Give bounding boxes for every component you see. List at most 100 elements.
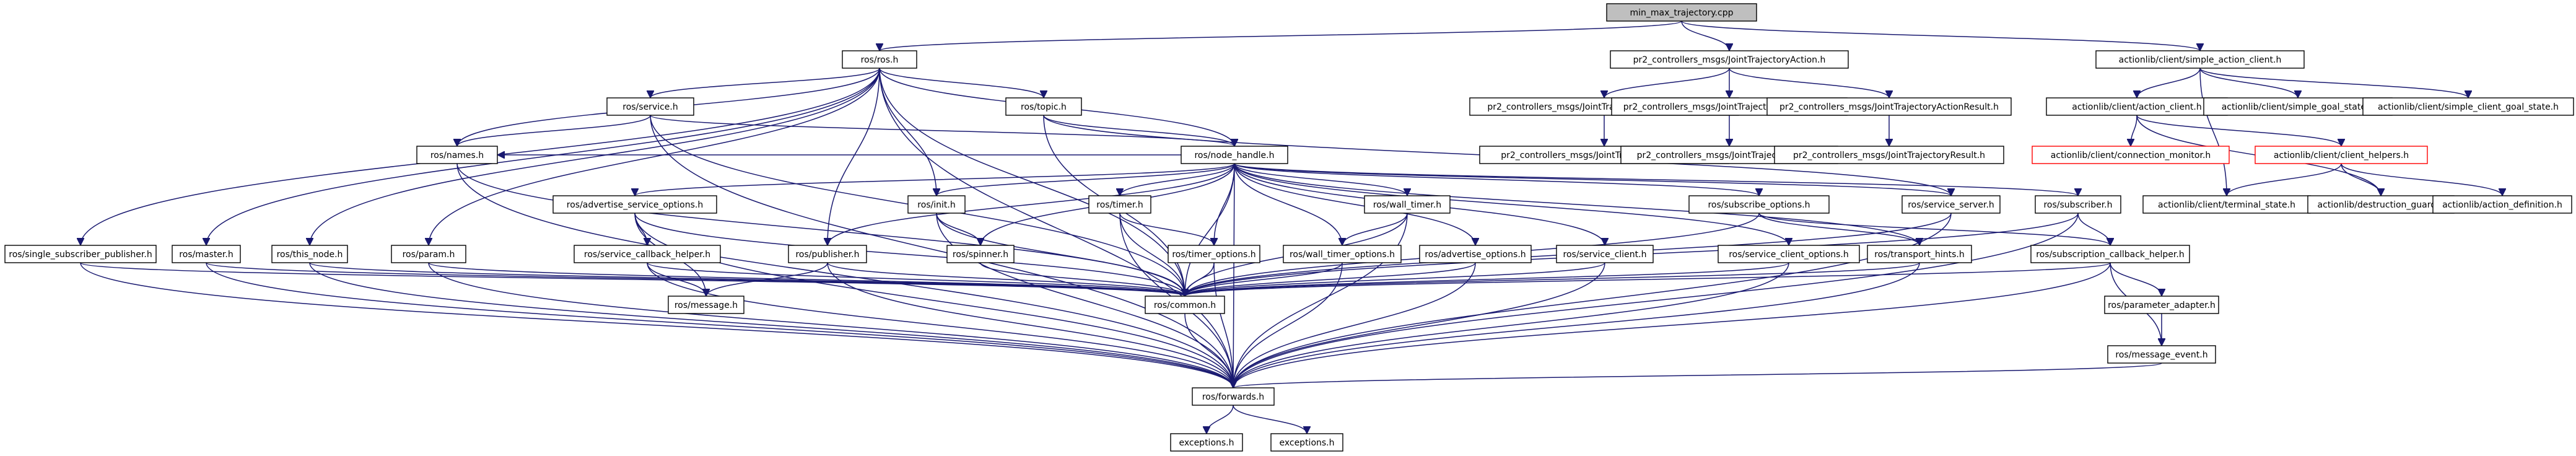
node-box — [552, 195, 717, 214]
node-al_cm[interactable]: actionlib/client/connection_monitor.h — [2032, 146, 2230, 164]
node-ros_ss[interactable]: ros/service_server.h — [1901, 195, 2001, 214]
node-al_ac[interactable]: actionlib/client/action_client.h — [2046, 97, 2228, 116]
edge-ros_names-to-ros_fwd — [456, 163, 1233, 388]
edge-ros_aso-to-ros_sch — [634, 213, 647, 245]
edge-pr2_jta-to-pr2_jtaf — [1604, 68, 1730, 99]
edge-ros_sch-to-ros_fwd — [647, 262, 1233, 388]
node-ros_master[interactable]: ros/master.h — [172, 245, 241, 263]
node-ros_so[interactable]: ros/subscribe_options.h — [1688, 195, 1830, 214]
edge-ros_nh-to-ros_fwd — [1233, 163, 1234, 388]
node-ros_message[interactable]: ros/message.h — [668, 296, 744, 314]
node-label: ros/service_callback_helper.h — [584, 250, 710, 260]
node-box — [1901, 195, 2001, 214]
edge-ros_service-to-ros_nh — [650, 115, 1234, 147]
edge-ros_spinner-to-ros_common — [980, 262, 1185, 297]
node-ros_sc[interactable]: ros/service_client.h — [1556, 245, 1654, 263]
node-ros_to[interactable]: ros/timer_options.h — [1168, 245, 1260, 263]
node-ros_init[interactable]: ros/init.h — [907, 195, 966, 214]
node-box — [2035, 195, 2121, 214]
node-label: ros/parameter_adapter.h — [2108, 300, 2216, 310]
node-al_ts[interactable]: actionlib/client/terminal_state.h — [2142, 195, 2311, 214]
node-ros_fwd[interactable]: ros/forwards.h — [1192, 387, 1275, 406]
node-al_ad[interactable]: actionlib/action_definition.h — [2432, 195, 2572, 214]
node-box — [1606, 3, 1757, 22]
node-ros_sch[interactable]: ros/service_callback_helper.h — [574, 245, 721, 263]
node-box — [172, 245, 241, 263]
edge-ros_nh-to-ros_pub — [827, 163, 1235, 245]
edge-ros_nh-to-ros_sub — [1234, 163, 2078, 196]
edge-al_ac-to-al_cm — [2131, 115, 2137, 146]
node-ros_names[interactable]: ros/names.h — [416, 146, 498, 164]
node-box — [1364, 195, 1451, 214]
node-ros_me[interactable]: ros/message_event.h — [2107, 345, 2216, 364]
node-label: actionlib/action_definition.h — [2442, 200, 2562, 210]
node-al_sac[interactable]: actionlib/client/simple_action_client.h — [2095, 50, 2305, 69]
node-ros_ao[interactable]: ros/advertise_options.h — [1419, 245, 1532, 263]
node-box — [2362, 97, 2574, 116]
node-ros_ros[interactable]: ros/ros.h — [842, 50, 917, 69]
node-ros_wto[interactable]: ros/wall_timer_options.h — [1283, 245, 1402, 263]
edge-ros_service-to-ros_names — [457, 115, 651, 147]
node-ros_pa[interactable]: ros/parameter_adapter.h — [2104, 296, 2219, 314]
node-ros_spinner[interactable]: ros/spinner.h — [946, 245, 1015, 263]
node-box — [1610, 50, 1849, 69]
node-box — [788, 245, 867, 263]
node-label: ros/subscriber.h — [2043, 200, 2112, 210]
node-pr2_jtr[interactable]: pr2_controllers_msgs/JointTrajectoryResu… — [1774, 146, 2004, 164]
node-al_dg[interactable]: actionlib/destruction_guard.h — [2307, 195, 2455, 214]
node-exc2[interactable]: exceptions.h — [1270, 433, 1343, 452]
node-label: ros/service_server.h — [1908, 200, 1994, 210]
edge-al_sac-to-al_ts — [2199, 68, 2227, 196]
edge-ros_ros-to-ros_param — [429, 68, 880, 245]
node-ros_sub[interactable]: ros/subscriber.h — [2035, 195, 2121, 214]
edge-ros_ros-to-ros_pub — [827, 68, 880, 245]
node-box — [1283, 245, 1402, 263]
node-label: ros/master.h — [179, 250, 233, 260]
node-ros_topic[interactable]: ros/topic.h — [1005, 97, 1082, 116]
node-box — [1556, 245, 1654, 263]
edge-ros_ros-to-ros_init — [879, 68, 937, 196]
node-ros_nh[interactable]: ros/node_handle.h — [1181, 146, 1288, 164]
node-ros_sco[interactable]: ros/service_client_options.h — [1718, 245, 1860, 263]
node-box — [842, 50, 917, 69]
node-ros_timer[interactable]: ros/timer.h — [1088, 195, 1151, 214]
node-al_ch[interactable]: actionlib/client/client_helpers.h — [2255, 146, 2428, 164]
node-box — [1192, 387, 1275, 406]
node-label: ros/ros.h — [861, 55, 899, 65]
edge-ros_nh-to-ros_sco — [1234, 163, 1789, 246]
node-pr2_jta[interactable]: pr2_controllers_msgs/JointTrajectoryActi… — [1610, 50, 1849, 69]
edge-ros_th-to-ros_fwd — [1233, 262, 1920, 388]
node-ros_service[interactable]: ros/service.h — [606, 97, 694, 116]
node-ros_subch[interactable]: ros/subscription_callback_helper.h — [2030, 245, 2190, 263]
node-pr2_jtar[interactable]: pr2_controllers_msgs/JointTrajectoryActi… — [1766, 97, 2012, 116]
edge-al_sac-to-al_ac — [2137, 68, 2201, 99]
node-label: ros/timer.h — [1096, 200, 1143, 210]
node-ros_ssp[interactable]: ros/single_subscriber_publisher.h — [4, 245, 157, 263]
edge-ros_pub-to-ros_common — [827, 262, 1185, 297]
node-al_sgs[interactable]: actionlib/client/simple_goal_state.h — [2203, 97, 2393, 116]
node-ros_this[interactable]: ros/this_node.h — [271, 245, 348, 263]
node-ros_param[interactable]: ros/param.h — [391, 245, 466, 263]
edge-ros_ros-to-ros_fwd — [879, 68, 1233, 388]
edge-ros_master-to-ros_fwd — [206, 262, 1233, 388]
edge-ros_this-to-ros_common — [309, 262, 1185, 297]
node-ros_th[interactable]: ros/transport_hints.h — [1867, 245, 1972, 263]
node-label: ros/transport_hints.h — [1874, 250, 1964, 260]
node-ros_aso[interactable]: ros/advertise_service_options.h — [552, 195, 717, 214]
edge-ros_init-to-ros_common — [936, 213, 1185, 296]
edge-ros_pub-to-ros_fwd — [827, 262, 1233, 388]
edge-al_ch-to-al_ts — [2227, 163, 2342, 196]
node-ros_common[interactable]: ros/common.h — [1145, 296, 1225, 314]
edge-al_ch-to-al_dg — [2341, 163, 2381, 196]
node-box — [1867, 245, 1972, 263]
node-exc1[interactable]: exceptions.h — [1170, 433, 1243, 452]
edge-ros_sco-to-ros_fwd — [1233, 262, 1789, 388]
node-al_scgs[interactable]: actionlib/client/simple_client_goal_stat… — [2362, 97, 2574, 116]
node-box — [2104, 296, 2219, 314]
node-ros_pub[interactable]: ros/publisher.h — [788, 245, 867, 263]
node-box — [606, 97, 694, 116]
node-box — [2203, 97, 2393, 116]
node-ros_wt[interactable]: ros/wall_timer.h — [1364, 195, 1451, 214]
edge-ros_sc-to-ros_fwd — [1233, 262, 1605, 388]
node-label: actionlib/client/client_helpers.h — [2274, 151, 2409, 160]
